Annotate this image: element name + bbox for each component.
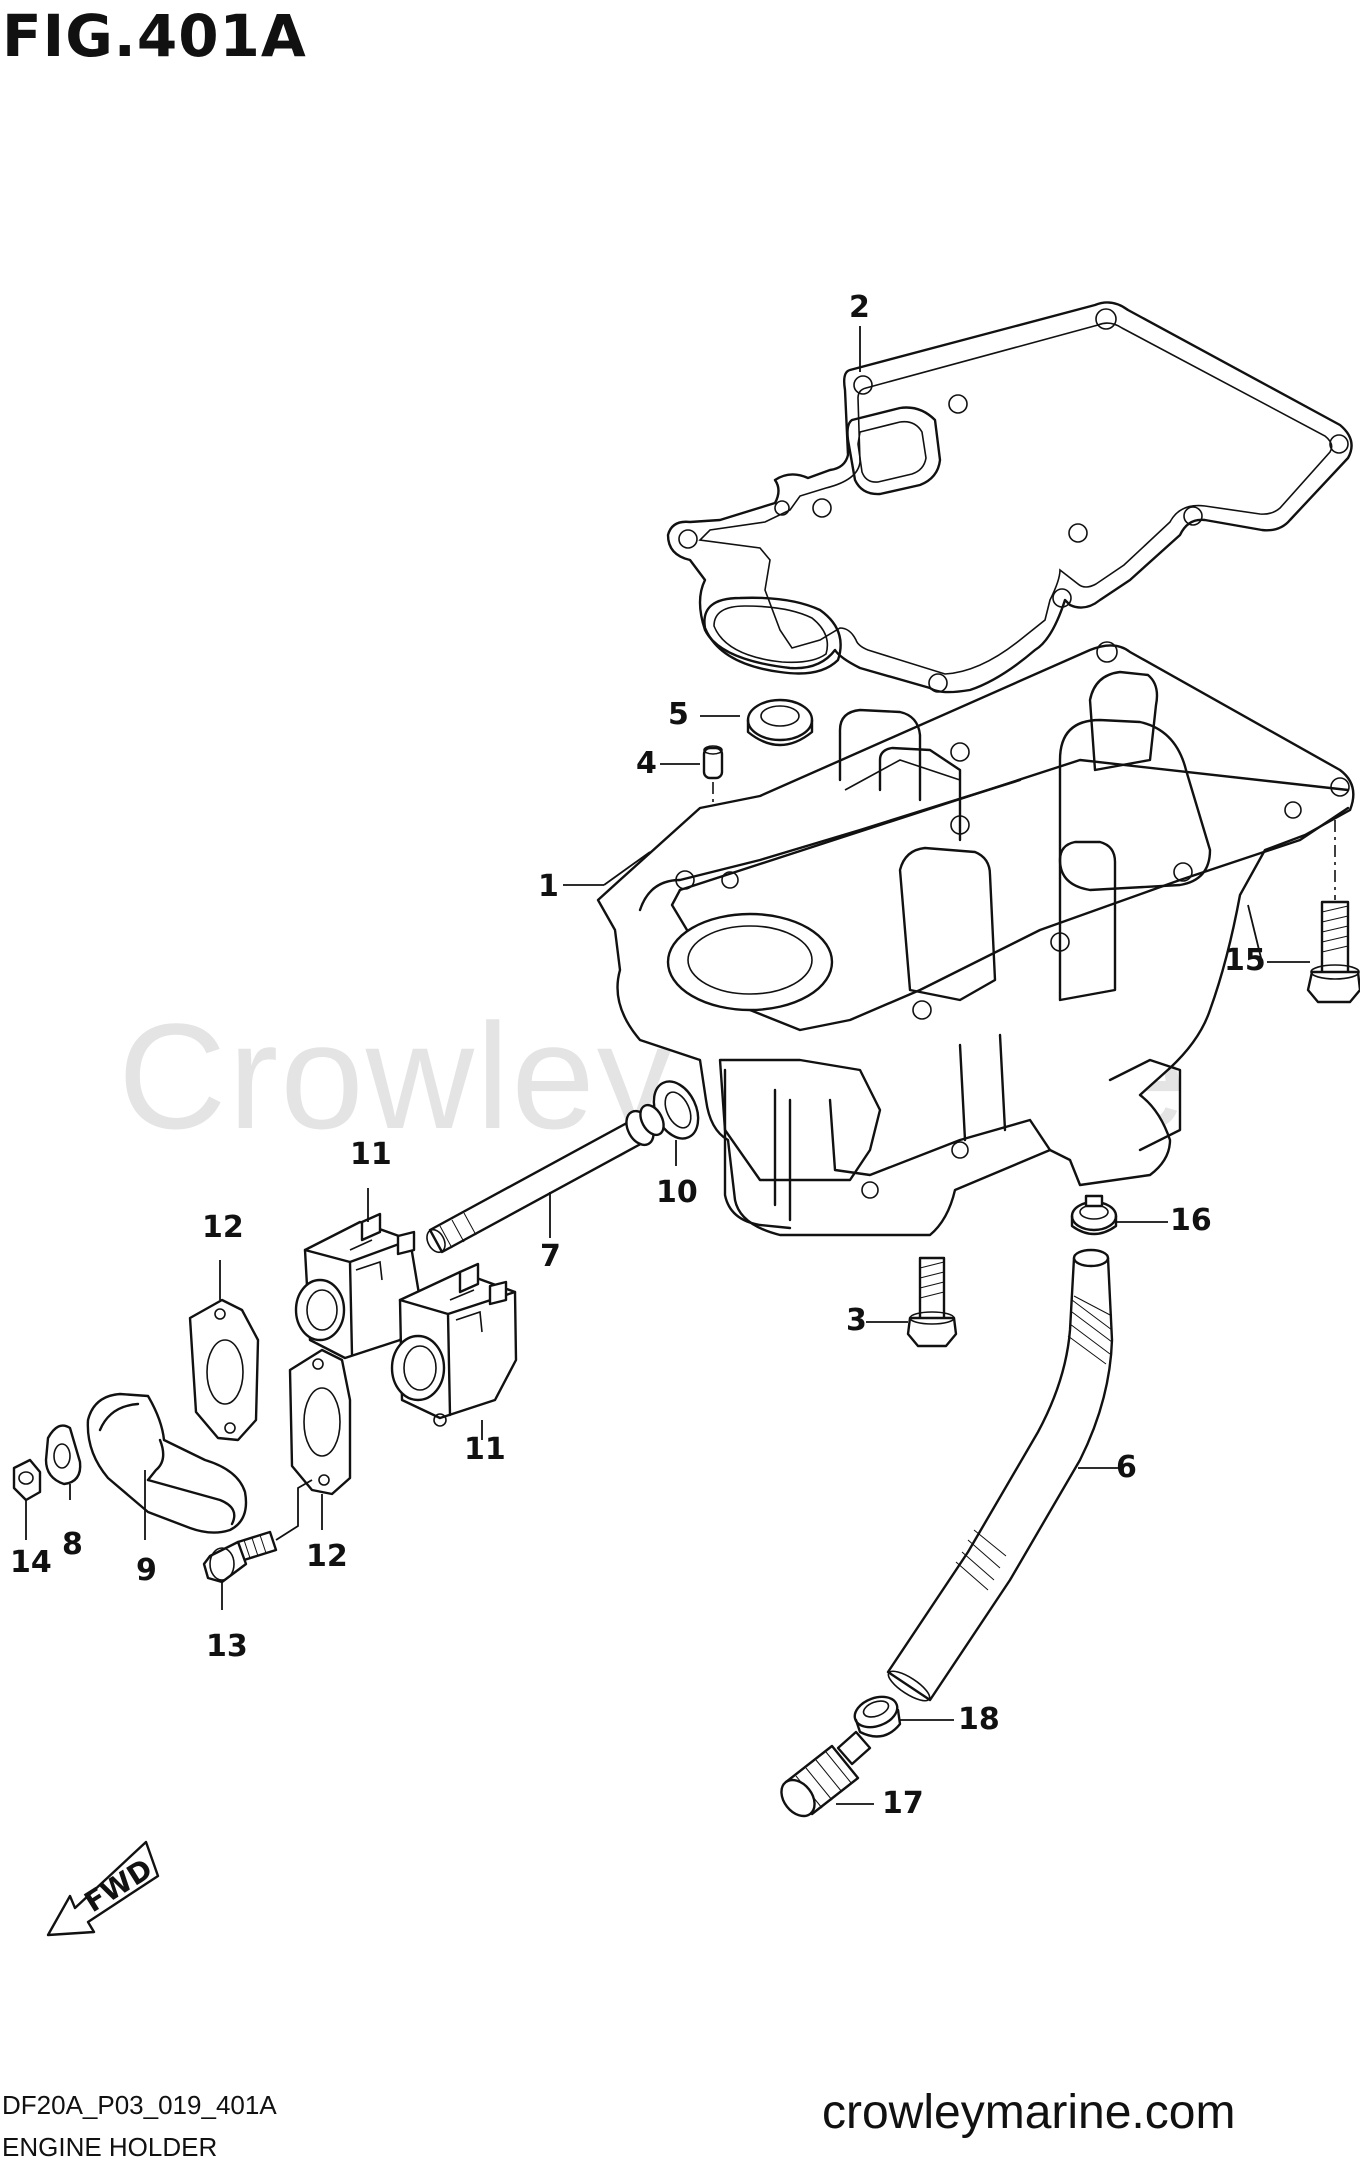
callout-18[interactable]: 18 <box>958 1702 1000 1737</box>
bolt-part-3[interactable] <box>906 1256 958 1348</box>
gasket-part-12-upper[interactable] <box>188 1298 260 1442</box>
gasket-part-2[interactable] <box>666 301 1353 694</box>
callout-12-lower[interactable]: 12 <box>306 1539 348 1574</box>
nut-part-14[interactable] <box>12 1458 42 1502</box>
figure-name: ENGINE HOLDER <box>2 2132 218 2162</box>
bracket-part-9[interactable] <box>86 1392 248 1534</box>
callout-5[interactable]: 5 <box>668 697 689 732</box>
oil-seal-part-5[interactable] <box>746 698 814 747</box>
callout-11-lower[interactable]: 11 <box>464 1432 506 1467</box>
figure-code: DF20A_P03_019_401A <box>2 2090 277 2120</box>
long-pin-part-7[interactable] <box>423 1101 668 1255</box>
figure-title: FIG.401A <box>2 2 307 70</box>
bolt-13-centerline <box>275 1479 313 1541</box>
callout-6[interactable]: 6 <box>1116 1450 1137 1485</box>
engine-holder-part-1[interactable] <box>596 641 1355 1237</box>
callout-4[interactable]: 4 <box>636 746 657 781</box>
callout-16[interactable]: 16 <box>1170 1203 1212 1238</box>
callout-1[interactable]: 1 <box>538 869 559 904</box>
clip-part-18[interactable] <box>851 1691 902 1738</box>
gasket-part-12-lower[interactable] <box>288 1348 352 1496</box>
bolt-part-15[interactable] <box>1306 900 1360 1004</box>
callout-13[interactable]: 13 <box>206 1629 248 1664</box>
dowel-pin-part-4[interactable] <box>702 745 724 780</box>
callout-11-upper[interactable]: 11 <box>350 1137 392 1172</box>
bracket-part-11-upper[interactable] <box>294 1212 422 1360</box>
fwd-arrow-icon <box>46 1840 160 1937</box>
filter-part-17[interactable] <box>775 1730 872 1822</box>
callout-17[interactable]: 17 <box>882 1786 924 1821</box>
callout-7[interactable]: 7 <box>540 1239 561 1274</box>
callout-3[interactable]: 3 <box>846 1303 867 1338</box>
hose-part-6[interactable] <box>885 1248 1114 1706</box>
callout-14[interactable]: 14 <box>10 1545 52 1580</box>
website-footer: crowleymarine.com <box>822 2086 1236 2139</box>
bolt-part-13[interactable] <box>202 1530 278 1584</box>
clip-part-16[interactable] <box>1070 1194 1118 1236</box>
callout-9[interactable]: 9 <box>136 1553 157 1588</box>
bracket-part-11-lower[interactable] <box>390 1262 518 1427</box>
washer-part-8[interactable] <box>44 1424 82 1486</box>
callout-8[interactable]: 8 <box>62 1527 83 1562</box>
leader-part-1-ext <box>603 851 651 886</box>
callout-15[interactable]: 15 <box>1224 943 1266 978</box>
callout-10[interactable]: 10 <box>656 1175 698 1210</box>
leader-lines <box>25 326 1310 1805</box>
callout-12-upper[interactable]: 12 <box>202 1210 244 1245</box>
callout-2[interactable]: 2 <box>849 290 870 325</box>
